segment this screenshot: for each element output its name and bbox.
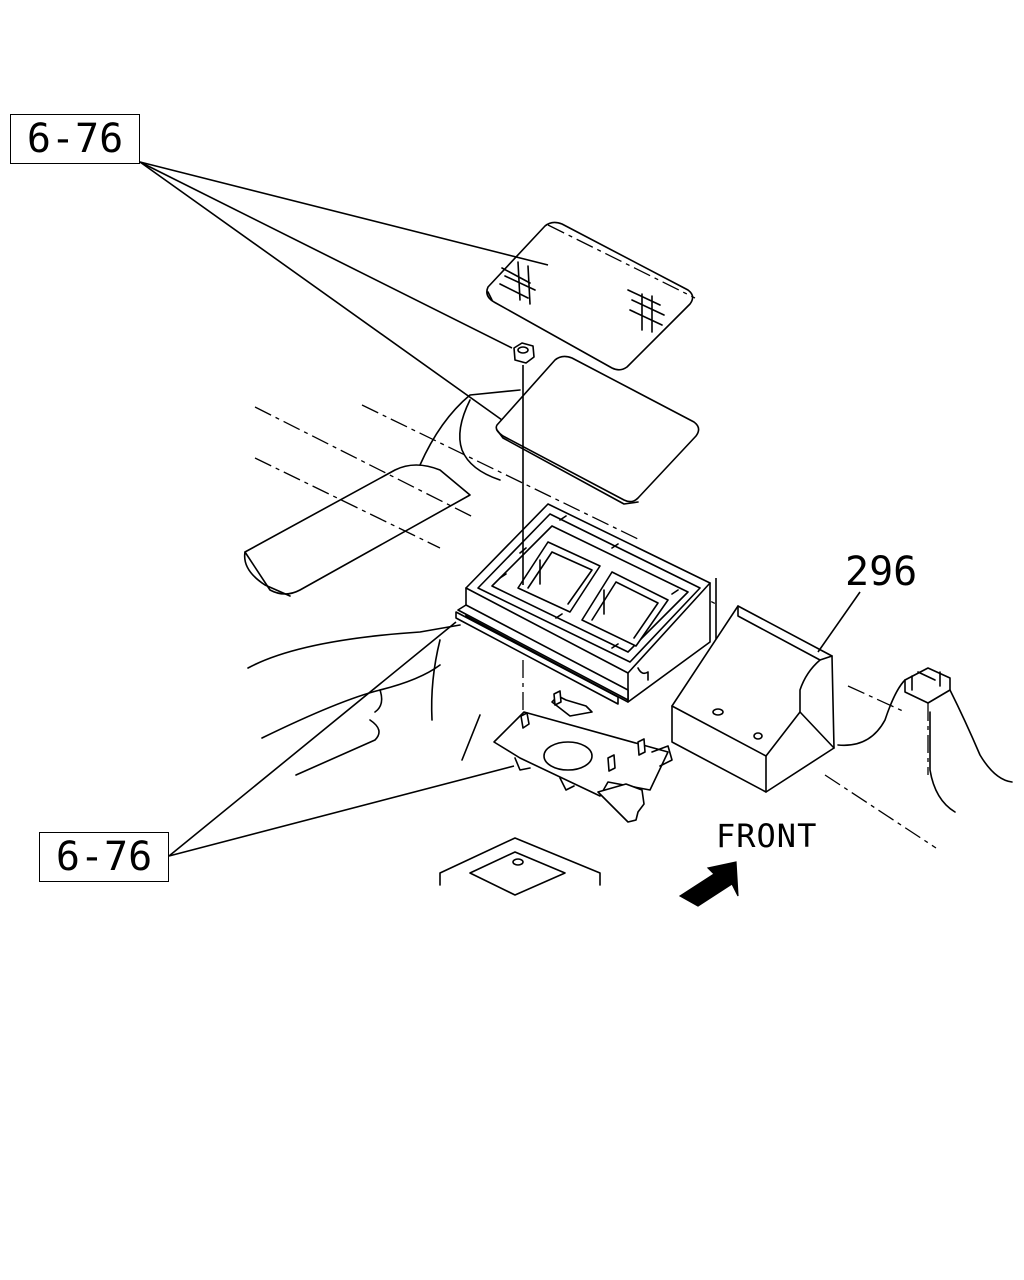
front-arrow-icon <box>678 861 739 907</box>
nut-part <box>513 342 535 364</box>
front-direction-label: FRONT <box>716 817 818 855</box>
bottom-reference-label: 6-76 <box>55 834 153 880</box>
bottom-reference-callout: 6-76 <box>39 832 169 882</box>
console-lid <box>486 221 696 371</box>
bottom-callout-leaders <box>168 621 515 857</box>
vehicle-floor-outline <box>243 389 1013 896</box>
part-number-label: 296 <box>845 549 918 595</box>
mounting-bracket <box>493 690 673 823</box>
top-reference-label: 6-76 <box>26 116 124 162</box>
part-296-block <box>671 591 861 793</box>
top-reference-callout: 6-76 <box>10 114 140 164</box>
top-callout-leaders <box>139 161 549 421</box>
console-mat <box>495 355 700 505</box>
console-box <box>455 503 711 705</box>
